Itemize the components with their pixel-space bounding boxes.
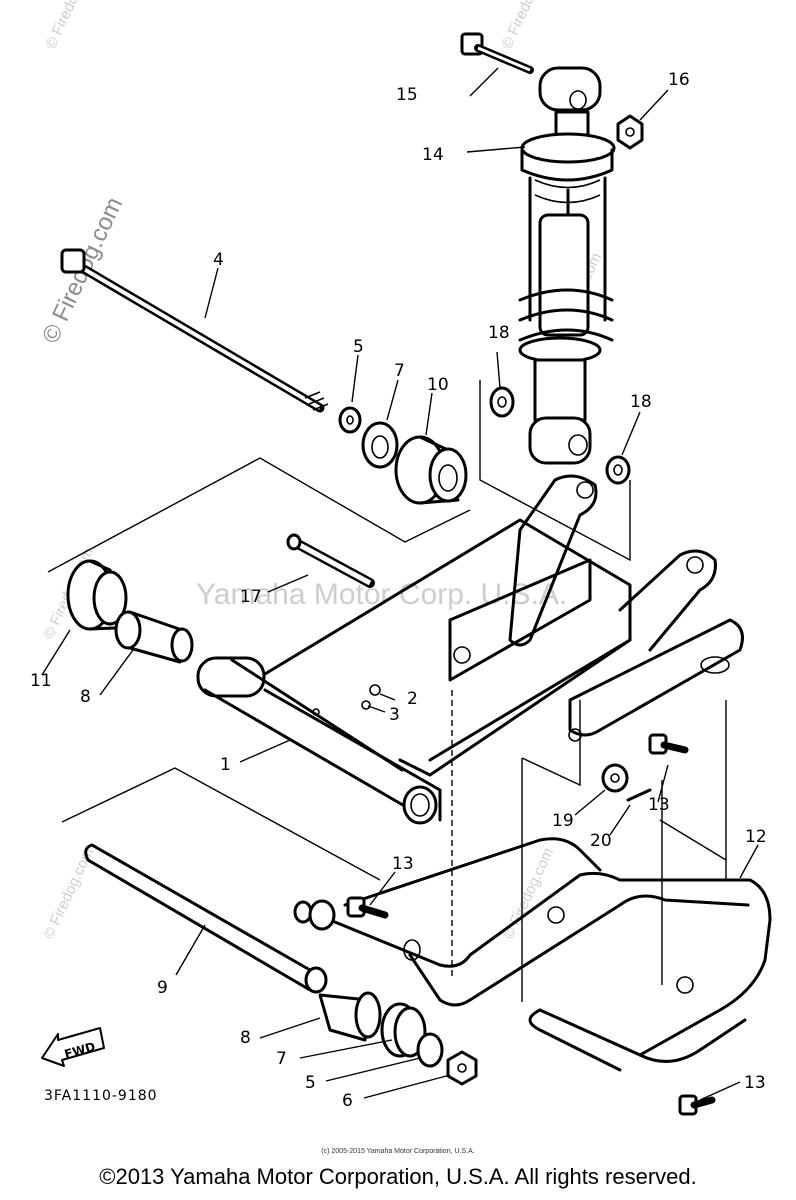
callout-5-upper: 5 — [353, 337, 364, 357]
callout-19: 19 — [552, 811, 574, 831]
callout-7-lower: 7 — [276, 1049, 287, 1069]
callout-14: 14 — [422, 145, 444, 165]
callout-3: 3 — [389, 705, 400, 725]
part-10-collar — [394, 435, 468, 505]
part-13-bolt-b — [648, 733, 689, 755]
watermarks: © Firedog.com © Firedog.com © Firedog.co… — [37, 0, 605, 942]
fwd-arrow-icon: FWD — [41, 1027, 105, 1067]
callout-20: 20 — [590, 831, 612, 851]
callout-11: 11 — [30, 671, 52, 691]
relay-brackets — [508, 474, 717, 652]
callout-13-c: 13 — [744, 1073, 766, 1093]
callout-5-lower: 5 — [305, 1073, 316, 1093]
callout-10: 10 — [427, 375, 449, 395]
part-8-bush-upper — [114, 610, 194, 664]
callouts: 1 2 3 4 5 5 6 7 7 8 8 9 10 11 12 13 13 1… — [30, 70, 767, 1111]
fwd-label: FWD — [63, 1039, 97, 1061]
part-1-swingarm — [196, 518, 744, 825]
part-13-bolt-c — [678, 1094, 716, 1116]
callout-18-left: 18 — [488, 323, 510, 343]
callout-4: 4 — [213, 250, 224, 270]
part-14-rear-shock — [518, 66, 616, 465]
callout-13-b: 13 — [648, 795, 670, 815]
callout-6: 6 — [342, 1091, 353, 1111]
part-19-washer — [601, 763, 629, 793]
part-2-3-fittings — [293, 708, 336, 931]
watermark-firedog-top-left: © Firedog.com — [42, 0, 99, 52]
part-20-cotter-pin — [626, 788, 652, 802]
part-16-nut — [616, 114, 644, 150]
part-12-frame — [328, 837, 772, 1072]
footer-copyright: ©2013 Yamaha Motor Corporation, U.S.A. A… — [99, 1164, 697, 1189]
part-13-bolt-a — [346, 896, 389, 919]
callout-15: 15 — [396, 85, 418, 105]
callout-12: 12 — [745, 827, 767, 847]
part-9-tube — [84, 843, 328, 994]
callout-1: 1 — [220, 755, 231, 775]
part-18-washer-left — [489, 386, 515, 418]
small-credit: (c) 2005-2015 Yamaha Motor Corporation, … — [321, 1148, 475, 1155]
part-6-nut — [446, 1050, 478, 1086]
callout-8-upper: 8 — [80, 687, 91, 707]
part-11-collar — [66, 559, 128, 631]
part-5-washer-upper — [338, 406, 362, 434]
part-5-washer-lower — [416, 1032, 444, 1068]
callout-2: 2 — [407, 689, 418, 709]
leader-lines — [41, 67, 759, 1101]
diagram-code: 3FA1110-9180 — [44, 1088, 158, 1104]
part-17-pin — [286, 533, 375, 588]
callout-18-right: 18 — [630, 392, 652, 412]
watermark-yamaha: Yamaha Motor Corp. U.S.A. — [196, 578, 567, 611]
part-18-washer-right — [605, 455, 631, 485]
callout-8-lower: 8 — [240, 1028, 251, 1048]
part-7-bearing-upper — [361, 421, 399, 469]
watermark-firedog-top-right: © Firedog.com — [498, 0, 555, 52]
part-4-pivot-shaft — [60, 248, 329, 413]
part-15-bolt — [460, 32, 534, 74]
callout-13-a: 13 — [392, 854, 414, 874]
callout-7-upper: 7 — [394, 361, 405, 381]
assembly-lines — [47, 380, 727, 1002]
callout-17: 17 — [240, 587, 262, 607]
callout-16: 16 — [668, 70, 690, 90]
part-8-bush-lower — [318, 991, 382, 1042]
callout-9: 9 — [157, 978, 168, 998]
